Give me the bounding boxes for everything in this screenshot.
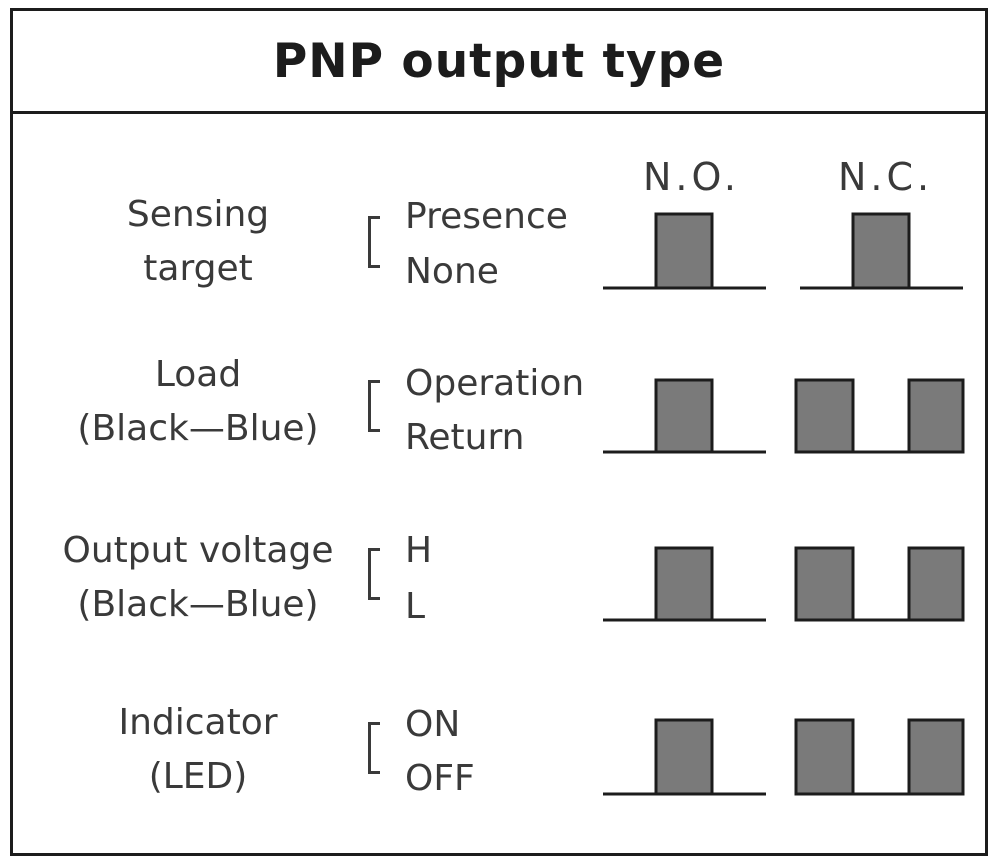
row-bracket: [368, 548, 380, 600]
state-low-label: Return: [405, 417, 525, 458]
row-label-line1: Indicator: [118, 702, 278, 743]
diagram-frame: PNP output type: [10, 8, 988, 856]
state-high-label: H: [405, 530, 433, 571]
row-label-load: Load (Black—Blue): [38, 348, 358, 456]
nc-waveform-row2-high-right: [907, 546, 965, 622]
state-high-label: ON: [405, 704, 461, 745]
no-waveform-row0-pulse: [654, 212, 714, 290]
no-waveform-row3-pulse: [654, 718, 714, 796]
title-bar: PNP output type: [13, 11, 985, 114]
row-label-output-voltage: Output voltage (Black—Blue): [38, 524, 358, 632]
row-label-line2: (Black—Blue): [77, 408, 319, 449]
row-label-line2: (Black—Blue): [77, 584, 319, 625]
nc-waveform-row3-high-left: [794, 718, 855, 796]
nc-waveform-row0-pulse: [851, 212, 911, 290]
nc-waveform-row1-high-left: [794, 378, 855, 454]
state-high-label: Operation: [405, 363, 585, 404]
no-waveform-row2-pulse: [654, 546, 714, 622]
row-label-indicator: Indicator (LED): [38, 696, 358, 804]
column-header-normally-open: N.O.: [643, 155, 740, 199]
row-label-line2: target: [143, 248, 253, 289]
row-label-sensing-target: Sensing target: [38, 188, 358, 296]
row-bracket: [368, 380, 380, 432]
state-high-label: Presence: [405, 196, 568, 237]
no-waveform-row1-pulse: [654, 378, 714, 454]
nc-waveform-row3-high-right: [907, 718, 965, 796]
state-low-label: L: [405, 586, 426, 627]
column-header-normally-closed: N.C.: [838, 155, 934, 199]
row-label-line2: (LED): [148, 756, 248, 797]
nc-waveform-row2-high-left: [794, 546, 855, 622]
row-bracket: [368, 722, 380, 774]
row-label-line1: Output voltage: [62, 530, 334, 571]
diagram-title: PNP output type: [272, 33, 726, 89]
nc-waveform-row1-high-right: [907, 378, 965, 454]
state-low-label: None: [405, 251, 499, 292]
state-low-label: OFF: [405, 758, 475, 799]
row-bracket: [368, 216, 380, 268]
row-label-line1: Load: [154, 354, 242, 395]
row-label-line1: Sensing: [126, 194, 270, 235]
